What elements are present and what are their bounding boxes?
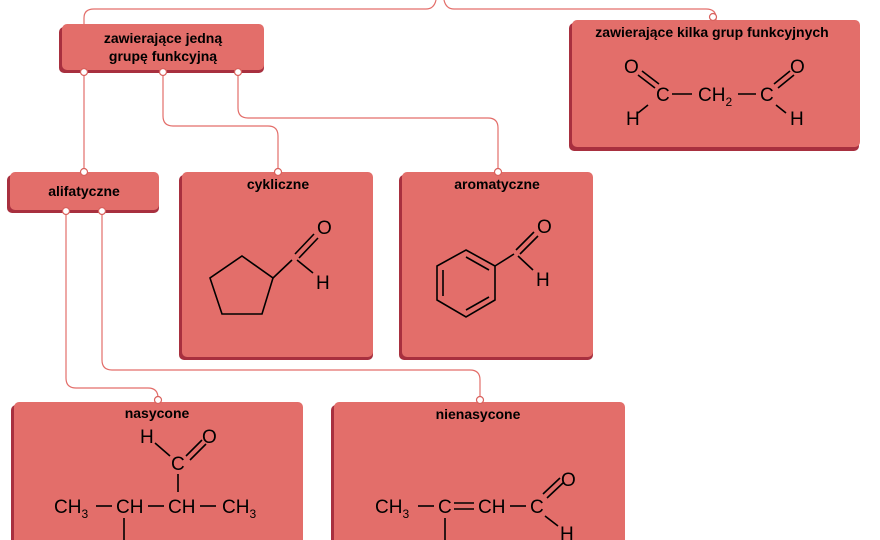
connectors bbox=[65, 0, 717, 402]
node-several-functional-groups: zawierające kilka grup funkcyjnych O C C… bbox=[569, 20, 860, 151]
connector-root-to-one-group bbox=[83, 0, 437, 24]
node-saturated: nasycone H O C CH3 CH CH CH3 bbox=[11, 402, 303, 540]
node-saturated-title: nasycone bbox=[125, 405, 190, 421]
connector-one-group-to-cyclic bbox=[162, 72, 279, 172]
atom-c2: C bbox=[530, 497, 544, 518]
connector-dots bbox=[61, 12, 718, 405]
cyclopentanecarbaldehyde-structure: O H bbox=[209, 218, 332, 315]
group-ch-2: CH bbox=[168, 497, 195, 518]
group-ch-1: CH bbox=[116, 497, 143, 518]
atom-h: H bbox=[560, 524, 574, 540]
atom-h-right: H bbox=[790, 109, 804, 130]
atom-c-left: C bbox=[656, 85, 670, 106]
node-unsaturated-title: nienasycone bbox=[436, 406, 521, 422]
group-ch3-right: CH3 bbox=[222, 497, 256, 521]
node-cyclic-title: cykliczne bbox=[247, 176, 309, 192]
group-ch: CH bbox=[478, 497, 505, 518]
atom-h: H bbox=[316, 273, 330, 294]
node-unsaturated: nienasycone CH3 C CH C O H bbox=[331, 402, 625, 540]
dot bbox=[233, 67, 243, 77]
dot bbox=[273, 167, 283, 177]
connector-root-to-several-groups bbox=[443, 0, 717, 20]
group-ch3: CH3 bbox=[375, 497, 409, 521]
atom-h: H bbox=[536, 270, 550, 291]
dot bbox=[153, 395, 163, 405]
atom-c: C bbox=[171, 454, 185, 475]
dot bbox=[158, 67, 168, 77]
atom-c-right: C bbox=[760, 85, 774, 106]
node-cyclic: cykliczne O H bbox=[179, 172, 373, 360]
unsaturated-aldehyde-structure: CH3 C CH C O H bbox=[375, 470, 576, 540]
atom-o-right: O bbox=[790, 57, 805, 78]
dot bbox=[97, 206, 107, 216]
dot bbox=[708, 12, 718, 22]
node-aromatic-title: aromatyczne bbox=[454, 176, 540, 192]
atom-o: O bbox=[202, 427, 217, 448]
connector-aliphatic-to-saturated bbox=[65, 211, 159, 402]
node-aromatic: aromatyczne O H bbox=[399, 172, 593, 360]
atom-o: O bbox=[537, 217, 552, 238]
node-one-group-line2: grupę funkcyjną bbox=[109, 48, 217, 64]
atom-h: H bbox=[140, 427, 154, 448]
atom-o: O bbox=[561, 470, 576, 491]
dot bbox=[79, 67, 89, 77]
atom-o-left: O bbox=[624, 57, 639, 78]
benzaldehyde-structure: O H bbox=[436, 217, 552, 318]
dot bbox=[475, 395, 485, 405]
malonaldehyde-structure: O C CH2 C O H H bbox=[624, 57, 805, 130]
connector-one-group-to-aromatic bbox=[237, 72, 499, 172]
group-ch3-left: CH3 bbox=[54, 497, 88, 521]
atom-h-left: H bbox=[626, 109, 640, 130]
node-several-groups-title: zawierające kilka grup funkcyjnych bbox=[595, 24, 828, 40]
atom-c: C bbox=[438, 497, 452, 518]
node-aliphatic-title: alifatyczne bbox=[48, 183, 120, 199]
dot bbox=[61, 206, 71, 216]
node-one-functional-group: zawierające jedną grupę funkcyjną bbox=[59, 24, 264, 73]
saturated-aldehyde-structure: H O C CH3 CH CH CH3 bbox=[54, 427, 256, 540]
group-ch2: CH2 bbox=[698, 85, 732, 109]
dot bbox=[493, 167, 503, 177]
node-one-group-line1: zawierające jedną bbox=[104, 30, 223, 46]
connector-aliphatic-to-unsaturated bbox=[101, 211, 481, 402]
node-aliphatic: alifatyczne bbox=[7, 172, 159, 213]
atom-o: O bbox=[317, 218, 332, 239]
dot bbox=[79, 167, 89, 177]
